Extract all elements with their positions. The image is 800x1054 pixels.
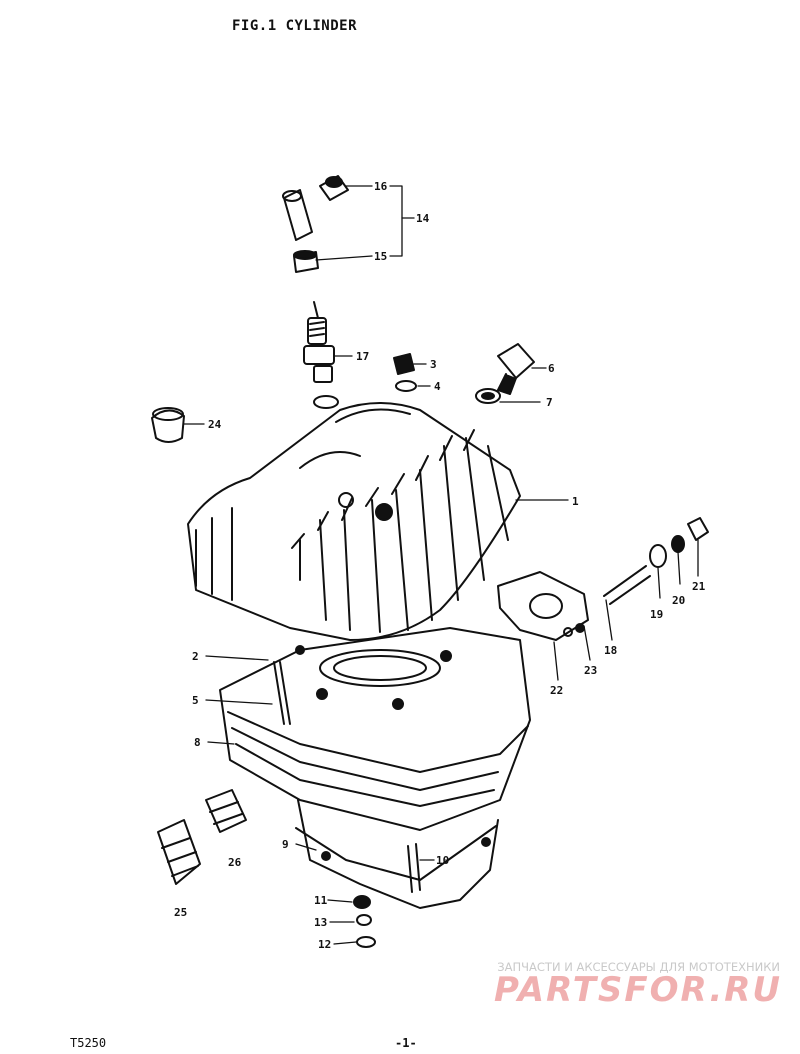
callout-labels: 1234567891011121314151617181920212223242… xyxy=(174,180,706,951)
callout-25: 25 xyxy=(174,906,187,919)
watermark-logo: PARTSFOR.RU xyxy=(493,970,783,1010)
insert-part xyxy=(157,789,247,885)
callout-21: 21 xyxy=(692,580,706,593)
callout-9: 9 xyxy=(282,838,289,851)
callout-5: 5 xyxy=(192,694,199,707)
callout-13: 13 xyxy=(314,916,327,929)
callout-6: 6 xyxy=(548,362,555,375)
callout-8: 8 xyxy=(194,736,201,749)
callout-20: 20 xyxy=(672,594,685,607)
callout-14: 14 xyxy=(416,212,430,225)
washer-nut-part xyxy=(649,517,709,568)
callout-18: 18 xyxy=(604,644,617,657)
callout-22: 22 xyxy=(550,684,563,697)
callout-15: 15 xyxy=(374,250,387,263)
drain-bolt-part xyxy=(475,343,535,404)
callout-19: 19 xyxy=(650,608,663,621)
cylinder-head-part xyxy=(187,402,521,662)
callout-12: 12 xyxy=(318,938,331,951)
callout-11: 11 xyxy=(314,894,328,907)
spark-plug-part xyxy=(303,301,339,409)
callout-23: 23 xyxy=(584,664,597,677)
cylinder-barrel-part xyxy=(219,627,531,909)
watermark-caption: ЗАПЧАСТИ И АКСЕССУАРЫ ДЛЯ МОТОТЕХНИКИ xyxy=(497,960,780,974)
callout-1: 1 xyxy=(572,495,579,508)
drawing-code: T5250 xyxy=(70,1036,107,1050)
plug-cap-part xyxy=(282,175,349,273)
callout-24: 24 xyxy=(208,418,222,431)
cap-part xyxy=(151,407,185,443)
page-number: -1- xyxy=(395,1036,417,1050)
head-nut-part xyxy=(393,353,417,392)
leader-lines xyxy=(183,185,699,945)
callout-7: 7 xyxy=(546,396,553,409)
callout-10: 10 xyxy=(436,854,449,867)
callout-2: 2 xyxy=(192,650,199,663)
stud-part xyxy=(273,661,421,893)
callout-17: 17 xyxy=(356,350,369,363)
small-hardware-part xyxy=(353,895,376,948)
exhaust-flange-part xyxy=(497,565,651,641)
callout-3: 3 xyxy=(430,358,437,371)
callout-26: 26 xyxy=(228,856,242,869)
callout-4: 4 xyxy=(434,380,441,393)
callout-16: 16 xyxy=(374,180,388,193)
figure-title: FIG.1 CYLINDER xyxy=(232,18,358,34)
